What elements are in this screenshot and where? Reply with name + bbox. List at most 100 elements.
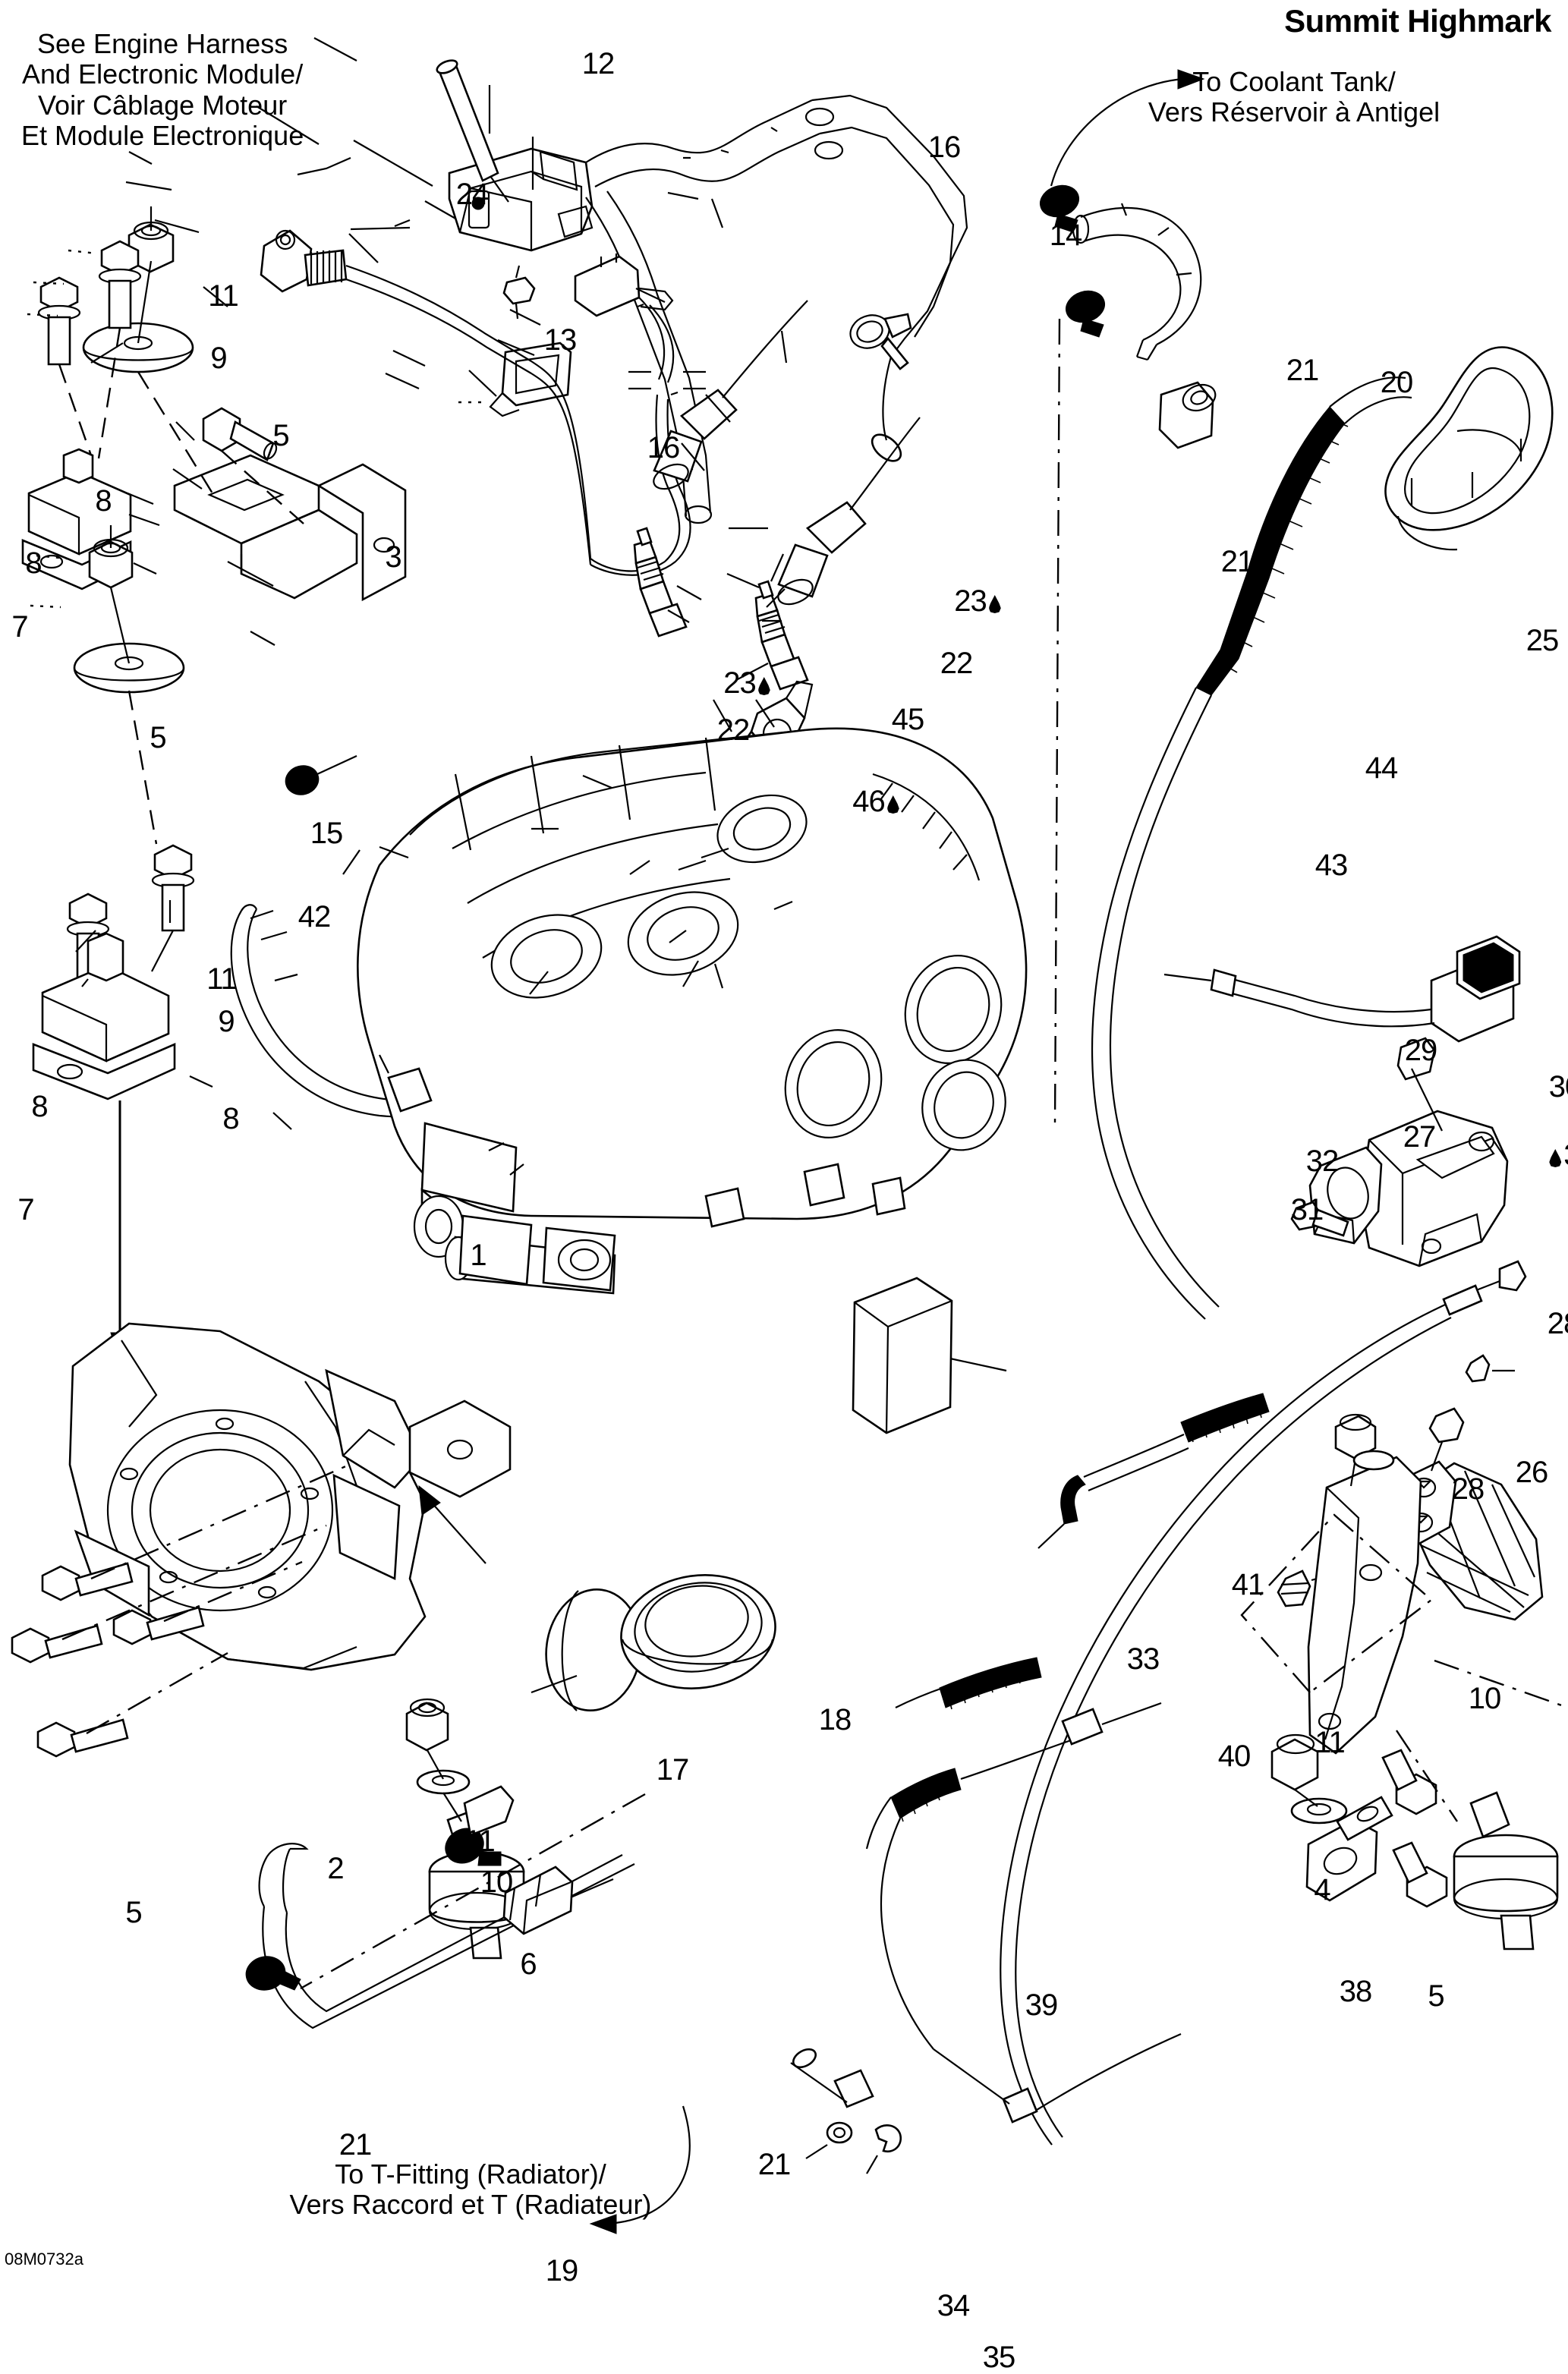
part-13-nut — [502, 265, 536, 320]
callout-29: 29 — [1405, 1035, 1437, 1066]
callout-number: 5 — [150, 721, 166, 754]
callout-5: 5 — [1428, 1981, 1444, 2011]
callout-number: 11 — [464, 1825, 496, 1858]
callout-number: 7 — [17, 1193, 34, 1226]
callout-number: 12 — [581, 47, 615, 80]
callout-11: 11 — [1315, 1726, 1346, 1759]
callout-22: 22 — [940, 648, 973, 679]
page-title: Summit Highmark — [1284, 3, 1551, 39]
callout-23: 23 — [954, 586, 1001, 616]
callout-number: 43 — [1315, 849, 1348, 882]
callout-number: 1 — [470, 1239, 486, 1272]
coolant-hose-lower-left — [585, 190, 713, 524]
callout-45: 45 — [892, 704, 924, 735]
callout-44: 44 — [1365, 753, 1398, 783]
throttle-cables — [790, 1702, 1182, 2124]
callout-2: 2 — [327, 1852, 344, 1885]
callout-4: 4 — [1314, 1875, 1330, 1905]
callout-number: 9 — [218, 1005, 235, 1038]
assembly-engine-mount-upper — [21, 206, 407, 602]
callout-number: 24 — [455, 178, 489, 211]
callout-16: 16 — [928, 132, 961, 162]
part-31-screw — [1290, 1201, 1349, 1237]
callout-number: 7 — [11, 610, 28, 644]
callout-number: 30 — [1548, 1070, 1568, 1104]
callout-8: 8 — [25, 548, 42, 578]
callout-number: 35 — [982, 2341, 1015, 2374]
part-39-spring — [865, 1768, 962, 1850]
part-21-clamp-c — [245, 1956, 301, 1991]
part-36-clip — [1465, 1354, 1515, 1383]
note-engine-harness: See Engine Harness And Electronic Module… — [21, 28, 304, 151]
callout-number: 21 — [1286, 354, 1319, 387]
coolant-tank-arrow — [1050, 69, 1205, 187]
callout-number: 18 — [818, 1703, 852, 1736]
callout-5: 5 — [150, 721, 166, 754]
callout-42: 42 — [298, 902, 331, 932]
callout-30: 30 — [1549, 1072, 1568, 1102]
callout-40: 40 — [1218, 1741, 1251, 1771]
exploded-assembly-artwork — [11, 37, 1568, 2234]
callout-number: 14 — [1049, 219, 1082, 252]
part-23-plug-boot-a — [653, 300, 808, 490]
callout-number: 8 — [95, 484, 112, 518]
callout-number: 25 — [1525, 624, 1559, 657]
callout-27: 27 — [1403, 1122, 1436, 1152]
callout-number: 9 — [210, 342, 227, 375]
callout-number: 21 — [338, 2128, 372, 2161]
callout-number: 21 — [757, 2148, 791, 2181]
callout-number: 28 — [1547, 1307, 1568, 1340]
part-21-clamp-d — [445, 1785, 515, 1866]
callout-number: 28 — [1451, 1472, 1485, 1506]
callout-7: 7 — [17, 1193, 34, 1226]
callout-number: 19 — [545, 2254, 578, 2287]
callout-8: 8 — [222, 1104, 239, 1134]
callout-3: 3 — [385, 542, 401, 572]
callout-number: 5 — [272, 419, 289, 452]
callout-number: 11 — [1315, 1726, 1346, 1759]
callout-number: 8 — [31, 1090, 48, 1123]
part-17-plug — [545, 1588, 642, 1711]
callout-number: 11 — [208, 279, 239, 313]
callout-number: 2 — [327, 1852, 344, 1885]
callout-1: 1 — [470, 1240, 486, 1270]
callout-number: 26 — [1515, 1456, 1548, 1489]
part-25-handle — [1384, 346, 1554, 551]
callout-number: 34 — [937, 2289, 970, 2322]
part-21-clamp-b — [1053, 290, 1105, 1124]
callout-8: 8 — [95, 484, 112, 518]
callout-21: 21 — [1286, 355, 1319, 386]
callout-number: 41 — [1231, 1568, 1264, 1601]
callout-15: 15 — [310, 818, 343, 849]
callout-10: 10 — [480, 1867, 513, 1897]
callout-21: 21 — [758, 2149, 791, 2180]
callout-32: 32 — [1306, 1146, 1339, 1176]
part-4-bracket — [1240, 1413, 1568, 1951]
callout-26: 26 — [1516, 1457, 1548, 1488]
callout-5: 5 — [125, 1897, 142, 1928]
callout-19: 19 — [546, 2256, 578, 2286]
parts-diagram-canvas: Summit Highmark See Engine Harness And E… — [5, 3, 1568, 2372]
callout-24: 24 — [456, 179, 489, 209]
callout-11: 11 — [206, 964, 238, 994]
callout-9: 9 — [210, 342, 227, 375]
callout-34: 34 — [937, 2291, 970, 2321]
callout-number: 6 — [520, 1947, 537, 1981]
part-37-cable-end — [1000, 1260, 1527, 2146]
note-t-fitting: To T-Fitting (Radiator)/ Vers Raccord et… — [289, 2158, 652, 2221]
part-14-clamp — [849, 313, 912, 370]
callout-number: 42 — [298, 900, 331, 934]
callout-10: 10 — [1469, 1683, 1501, 1714]
callout-9: 9 — [218, 1005, 235, 1038]
callout-number: 21 — [1220, 545, 1254, 578]
callout-number: 46 — [852, 785, 885, 818]
part-20-coolant-hose — [1072, 203, 1202, 361]
part-27-housing — [1359, 1068, 1509, 1267]
callout-25: 25 — [1526, 625, 1559, 656]
callout-23: 23 — [723, 668, 770, 698]
callout-number: 10 — [480, 1866, 513, 1899]
callout-13: 13 — [544, 325, 577, 355]
callout-39: 39 — [1025, 1990, 1058, 2020]
part-12-screw — [436, 59, 509, 203]
callout-21: 21 — [1221, 546, 1254, 577]
